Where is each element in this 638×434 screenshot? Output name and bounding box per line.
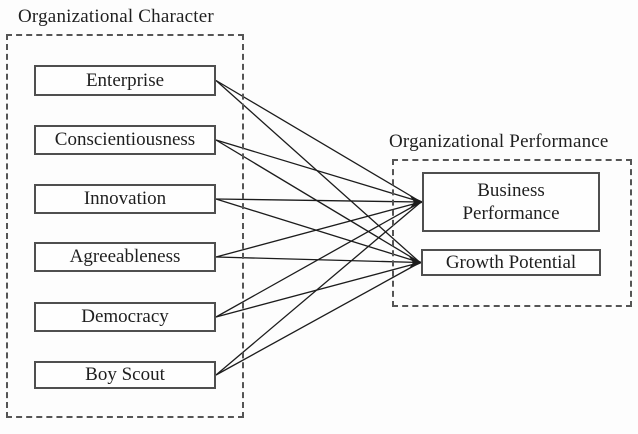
node-growth-potential: Growth Potential (421, 249, 601, 276)
group-box-organizational-character (6, 34, 244, 418)
node-boy-scout: Boy Scout (34, 361, 216, 389)
node-innovation: Innovation (34, 184, 216, 214)
node-agreeableness: Agreeableness (34, 242, 216, 272)
edge-democracy-to-business-performance (215, 201, 422, 318)
edge-boy-scout-to-business-performance (215, 201, 422, 376)
edge-boy-scout-to-growth-potential (215, 261, 421, 376)
node-enterprise: Enterprise (34, 65, 216, 96)
group-title-organizational-character: Organizational Character (18, 6, 214, 27)
edge-enterprise-to-growth-potential (215, 80, 421, 263)
node-conscientiousness: Conscientiousness (34, 125, 216, 155)
node-business-performance: Business Performance (422, 172, 600, 232)
group-box-organizational-performance (392, 159, 632, 307)
node-democracy: Democracy (34, 302, 216, 332)
edge-agreeableness-to-business-performance (215, 201, 422, 258)
edge-agreeableness-to-growth-potential (215, 256, 421, 264)
edge-innovation-to-growth-potential (215, 198, 421, 264)
group-title-organizational-performance: Organizational Performance (389, 131, 609, 152)
edge-conscientiousness-to-growth-potential (215, 139, 421, 264)
edge-innovation-to-business-performance (215, 198, 422, 203)
edge-democracy-to-growth-potential (215, 261, 421, 318)
